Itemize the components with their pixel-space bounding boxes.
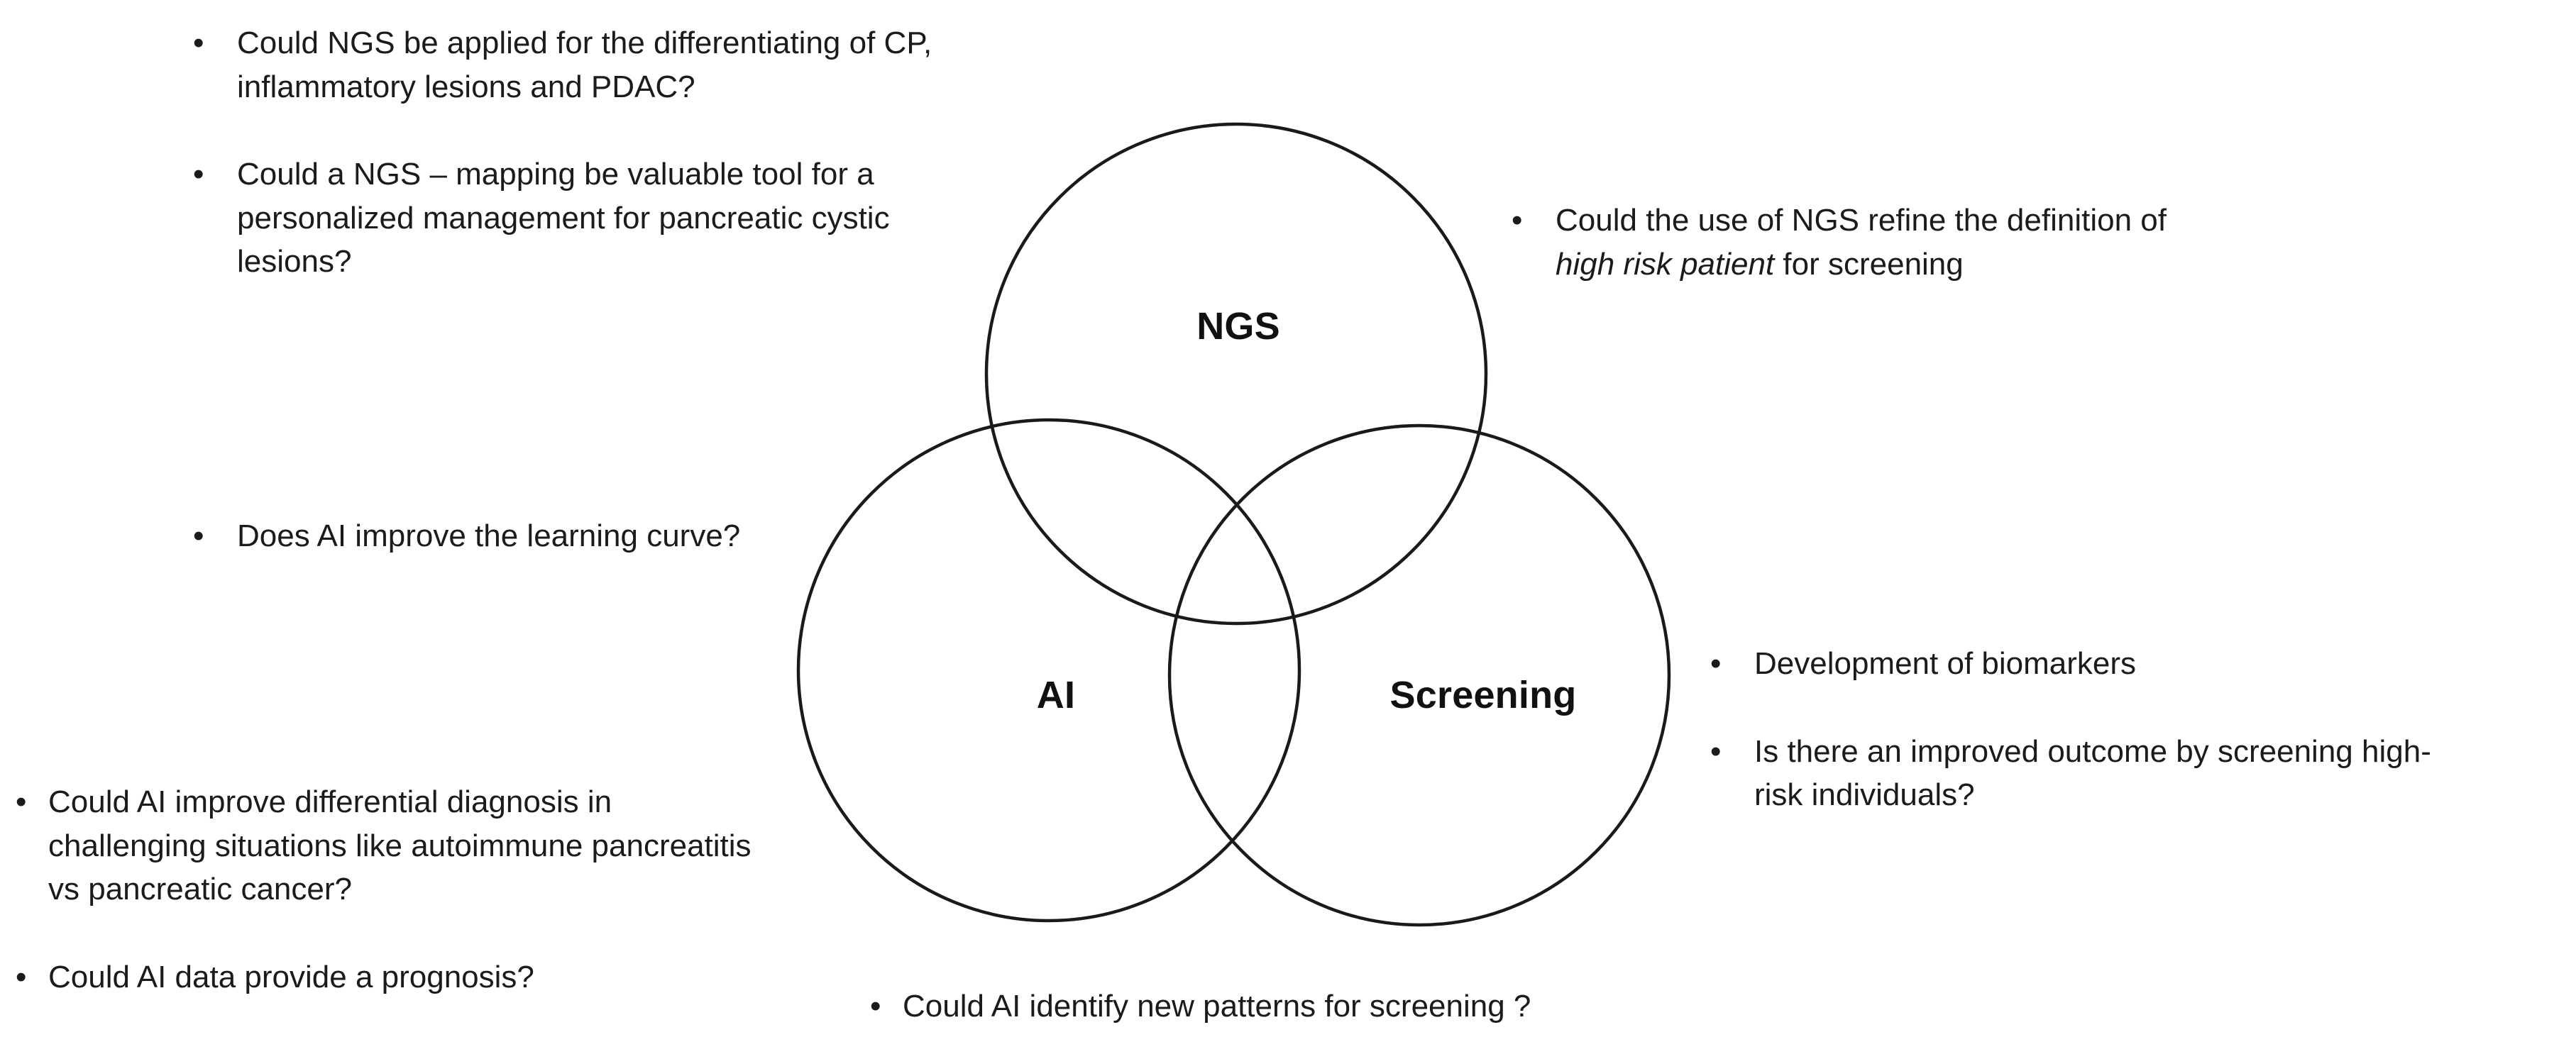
bullet-item: • Could a NGS – mapping be valuable tool… (193, 152, 1137, 284)
bullet-glyph: • (193, 26, 204, 60)
bullet-item: • Could AI data provide a prognosis? (16, 955, 888, 999)
bullet-line: Could a NGS – mapping be valuable tool f… (237, 157, 874, 192)
bullet-glyph: • (16, 784, 27, 819)
bullet-line: Could AI data provide a prognosis? (48, 959, 534, 994)
bullet-glyph: • (870, 989, 881, 1024)
note-bottom-center: • Could AI identify new patterns for scr… (870, 985, 1722, 1028)
bullet-glyph: • (193, 518, 204, 553)
bullet-line: Does AI improve the learning curve? (237, 518, 741, 553)
bullet-glyph: • (1512, 203, 1523, 238)
bullet-glyph: • (193, 157, 204, 192)
venn-label-ngs: NGS (1196, 305, 1280, 348)
bullet-item: • Development of biomarkers (1710, 642, 2572, 686)
note-top-left: • Could NGS be applied for the different… (193, 21, 1137, 328)
note-bottom-left: • Could AI improve differential diagnosi… (16, 780, 888, 1037)
bullet-item: • Could AI identify new patterns for scr… (870, 985, 1722, 1028)
bullet-item: • Could AI improve differential diagnosi… (16, 780, 888, 911)
bullet-item: • Does AI improve the learning curve? (193, 514, 903, 558)
bullet-line: Could NGS be applied for the differentia… (237, 26, 932, 60)
bullet-glyph: • (1710, 646, 1722, 681)
bullet-line: Could the use of NGS refine the definiti… (1556, 203, 2167, 238)
bullet-line: high risk patient for screening (1556, 243, 2470, 287)
bullet-line: Development of biomarkers (1754, 646, 2137, 681)
emphasis-high-risk-patient: high risk patient (1556, 246, 1775, 282)
note-top-right: • Could the use of NGS refine the defini… (1512, 199, 2470, 286)
note-middle-left: • Does AI improve the learning curve? (193, 514, 903, 558)
bullet-item: • Could NGS be applied for the different… (193, 21, 1137, 109)
venn-label-ai: AI (1036, 674, 1076, 716)
bullet-glyph: • (1710, 733, 1722, 769)
bullet-line-tail: for screening (1774, 246, 1964, 282)
bullet-line: Is there an improved outcome by screenin… (1754, 733, 2431, 769)
bullet-item: • Is there an improved outcome by screen… (1710, 730, 2572, 817)
bullet-line: Could AI improve differential diagnosis … (48, 784, 612, 819)
bullet-line: lesions? (237, 244, 352, 279)
bullet-line: Could AI identify new patterns for scree… (903, 989, 1531, 1024)
bullet-line: challenging situations like autoimmune p… (48, 828, 752, 863)
note-right: • Development of biomarkers • Is there a… (1710, 642, 2572, 861)
bullet-item: • Could the use of NGS refine the defini… (1512, 199, 2470, 286)
bullet-glyph: • (16, 959, 27, 994)
bullet-line: personalized management for pancreatic c… (237, 200, 890, 235)
venn-label-screening: Screening (1389, 674, 1577, 716)
bullet-line: vs pancreatic cancer? (48, 872, 352, 907)
bullet-line: inflammatory lesions and PDAC? (237, 69, 695, 104)
bullet-line: risk individuals? (1754, 777, 1975, 813)
